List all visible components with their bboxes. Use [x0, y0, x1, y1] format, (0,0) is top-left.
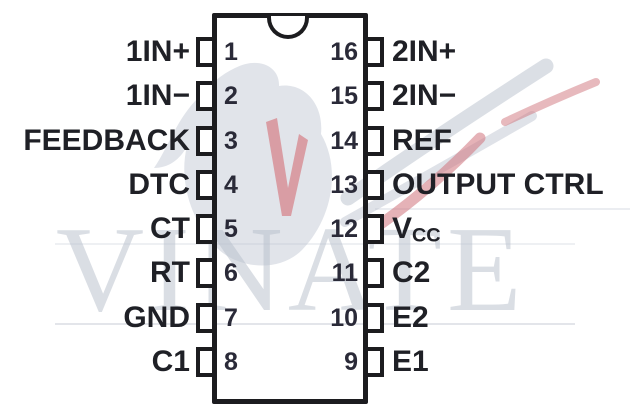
pin-lead-12: [364, 214, 384, 244]
pin-lead-8: [196, 347, 216, 377]
watermark-rule-top: [55, 243, 575, 245]
pin-lead-4: [196, 170, 216, 200]
pin-label-1: 1IN+: [125, 35, 190, 68]
ic-package-body: [212, 13, 368, 404]
pin-lead-9: [364, 347, 384, 377]
pin-number-16: 16: [330, 38, 358, 66]
pin-lead-11: [364, 258, 384, 288]
pin-number-9: 9: [344, 348, 358, 376]
brand-watermark-text: VINATE: [56, 202, 527, 337]
pin-label-3: FEEDBACK: [23, 124, 190, 157]
pin-label-2: 1IN−: [125, 79, 190, 112]
pin-label-6: RT: [150, 256, 190, 289]
pin-lead-15: [364, 81, 384, 111]
pin-label-5: CT: [150, 212, 190, 245]
watermark-rule-bottom: [55, 323, 575, 325]
pin-label-8: C1: [151, 345, 190, 378]
pin-label-13: OUTPUT CTRL: [392, 168, 604, 201]
pin-number-4: 4: [224, 171, 238, 199]
pin-label-11: C2: [392, 256, 431, 289]
pin-lead-13: [364, 170, 384, 200]
pin-label-9: E1: [392, 345, 429, 378]
logo-red-v-shape: [266, 118, 308, 216]
pin-lead-7: [196, 303, 216, 333]
pin-lead-2: [196, 81, 216, 111]
pin-number-2: 2: [224, 82, 238, 110]
pin-lead-6: [196, 258, 216, 288]
pin-number-11: 11: [331, 259, 358, 287]
pin-number-12: 12: [330, 215, 358, 243]
pin-number-3: 3: [224, 127, 238, 155]
pin-label-4: DTC: [128, 168, 190, 201]
pin-number-7: 7: [224, 304, 238, 332]
pin-label-15: 2IN−: [392, 79, 457, 112]
pin-label-7: GND: [123, 301, 190, 334]
logo-red-swoosh-tip: [501, 78, 600, 126]
pin-number-15: 15: [330, 82, 358, 110]
watermark-rule-right: [375, 208, 630, 210]
pin-label-16: 2IN+: [392, 35, 457, 68]
pin-number-1: 1: [224, 38, 238, 66]
pin-lead-3: [196, 126, 216, 156]
pin-number-6: 6: [224, 259, 238, 287]
pin-number-8: 8: [224, 348, 238, 376]
pin-number-5: 5: [224, 215, 238, 243]
pin-lead-16: [364, 37, 384, 67]
pin-label-12: VCC: [392, 212, 441, 247]
pin-number-14: 14: [330, 127, 358, 155]
pin-lead-5: [196, 214, 216, 244]
pin-lead-14: [364, 126, 384, 156]
pin-number-13: 13: [330, 171, 358, 199]
pin-lead-10: [364, 303, 384, 333]
pin-label-14: REF: [392, 124, 452, 157]
pin-number-10: 10: [330, 304, 358, 332]
pin-lead-1: [196, 37, 216, 67]
pin-label-10: E2: [392, 301, 429, 334]
logo-red-swoosh: [372, 132, 486, 232]
